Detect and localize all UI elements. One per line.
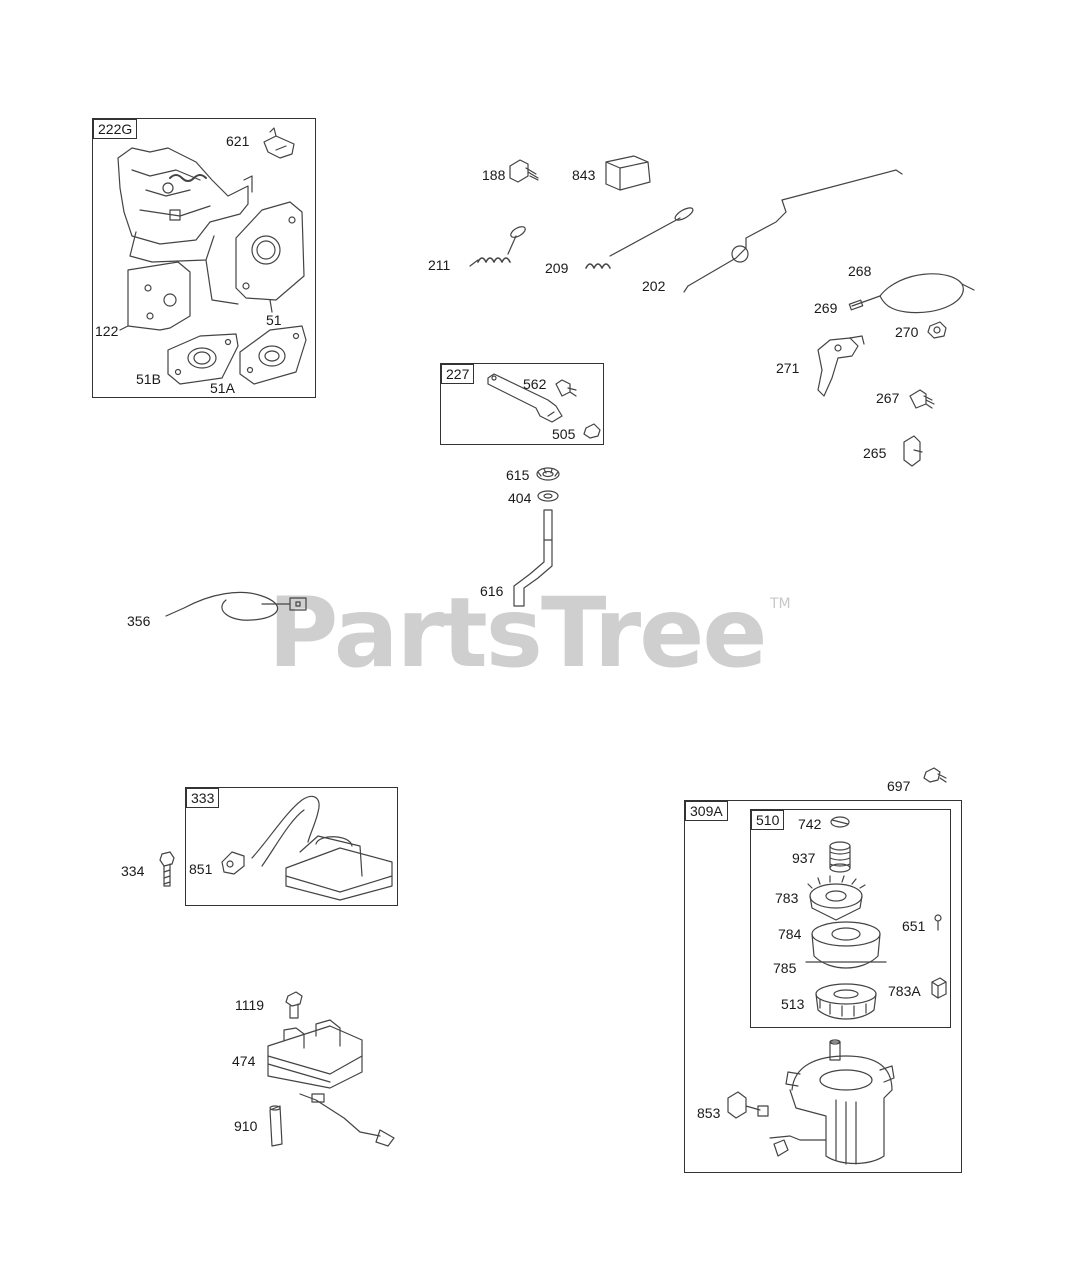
clip-621[interactable] [263, 127, 295, 159]
governor-shaft-616[interactable] [513, 509, 553, 607]
cap-843[interactable] [605, 155, 651, 191]
screw-267[interactable] [909, 389, 935, 409]
callout-188[interactable]: 188 [482, 167, 506, 183]
group-tag-333[interactable]: 333 [186, 788, 220, 808]
callout-202[interactable]: 202 [642, 278, 666, 294]
screw-697[interactable] [923, 767, 947, 783]
nut-505[interactable] [583, 423, 601, 439]
ground-wire-356[interactable] [165, 591, 307, 621]
callout-651[interactable]: 651 [902, 918, 926, 934]
callout-334[interactable]: 334 [121, 863, 145, 879]
gasket-plate-51[interactable] [235, 201, 305, 313]
starter-motor-309a[interactable] [769, 1039, 895, 1165]
spring-937[interactable] [829, 841, 851, 873]
armature-474[interactable] [267, 1019, 395, 1147]
callout-51[interactable]: 51 [266, 312, 282, 328]
callout-851[interactable]: 851 [189, 861, 213, 877]
callout-51a[interactable]: 51A [210, 380, 235, 396]
group-frame-510 [750, 809, 951, 1028]
washer-404[interactable] [537, 490, 559, 502]
callout-784[interactable]: 784 [778, 926, 802, 942]
spring-211[interactable] [469, 225, 527, 267]
group-tag-227[interactable]: 227 [441, 364, 475, 384]
cable-bracket-271[interactable] [817, 335, 865, 397]
throttle-cable-268-269[interactable] [848, 273, 975, 314]
clip-742[interactable] [830, 816, 850, 828]
control-lever-227[interactable] [487, 373, 563, 423]
callout-513[interactable]: 513 [781, 996, 805, 1012]
gasket-51a[interactable] [239, 325, 307, 385]
callout-1119[interactable]: 1119 [235, 997, 265, 1013]
screw-562[interactable] [555, 379, 577, 397]
callout-271[interactable]: 271 [776, 360, 800, 376]
callout-562[interactable]: 562 [523, 376, 547, 392]
group-tag-222g[interactable]: 222G [93, 119, 138, 139]
callout-356[interactable]: 356 [127, 613, 151, 629]
spring-209[interactable] [585, 206, 695, 269]
clip-265[interactable] [903, 435, 923, 467]
callout-621[interactable]: 621 [226, 133, 250, 149]
group-frame-222g [92, 118, 316, 398]
ignition-coil-333[interactable] [251, 795, 393, 901]
callout-51b[interactable]: 51B [136, 371, 161, 387]
nut-270[interactable] [927, 321, 947, 339]
screw-651[interactable] [934, 914, 942, 931]
parts-tree-watermark: PartsTree [268, 577, 767, 689]
seal-615[interactable] [536, 467, 560, 481]
screw-1119[interactable] [285, 991, 303, 1019]
callout-615[interactable]: 615 [506, 467, 530, 483]
pinion-gear-783[interactable] [807, 875, 866, 921]
callout-270[interactable]: 270 [895, 324, 919, 340]
callout-937[interactable]: 937 [792, 850, 816, 866]
screw-188[interactable] [509, 159, 539, 183]
spacer-plate-122[interactable] [119, 261, 191, 331]
drive-housing-784[interactable] [805, 921, 887, 969]
callout-267[interactable]: 267 [876, 390, 900, 406]
callout-122[interactable]: 122 [95, 323, 119, 339]
screw-334[interactable] [159, 851, 175, 887]
callout-853[interactable]: 853 [697, 1105, 721, 1121]
callout-783[interactable]: 783 [775, 890, 799, 906]
callout-209[interactable]: 209 [545, 260, 569, 276]
callout-474[interactable]: 474 [232, 1053, 256, 1069]
callout-505[interactable]: 505 [552, 426, 576, 442]
wire-harness-853[interactable] [727, 1091, 769, 1119]
group-tag-510[interactable]: 510 [751, 810, 785, 830]
callout-211[interactable]: 211 [428, 257, 451, 273]
callout-697[interactable]: 697 [887, 778, 911, 794]
nut-783a[interactable] [931, 977, 947, 999]
spark-plug-boot-851[interactable] [221, 851, 245, 875]
group-frame-333 [185, 787, 398, 906]
callout-616[interactable]: 616 [480, 583, 504, 599]
spacer-910[interactable] [269, 1105, 283, 1147]
group-frame-227 [440, 363, 604, 445]
callout-742[interactable]: 742 [798, 816, 822, 832]
callout-785[interactable]: 785 [773, 960, 797, 976]
governor-link-202[interactable] [683, 169, 903, 293]
trademark-mark: TM [770, 596, 791, 612]
callout-268[interactable]: 268 [848, 263, 872, 279]
callout-783a[interactable]: 783A [888, 983, 921, 999]
callout-404[interactable]: 404 [508, 490, 532, 506]
group-frame-309a [684, 800, 962, 1173]
gasket-51b[interactable] [167, 333, 239, 385]
callout-843[interactable]: 843 [572, 167, 596, 183]
governor-control-bracket[interactable] [117, 147, 253, 305]
clutch-513[interactable] [815, 983, 877, 1020]
callout-269[interactable]: 269 [814, 300, 838, 316]
group-tag-309a[interactable]: 309A [685, 801, 728, 821]
callout-265[interactable]: 265 [863, 445, 887, 461]
callout-910[interactable]: 910 [234, 1118, 258, 1134]
